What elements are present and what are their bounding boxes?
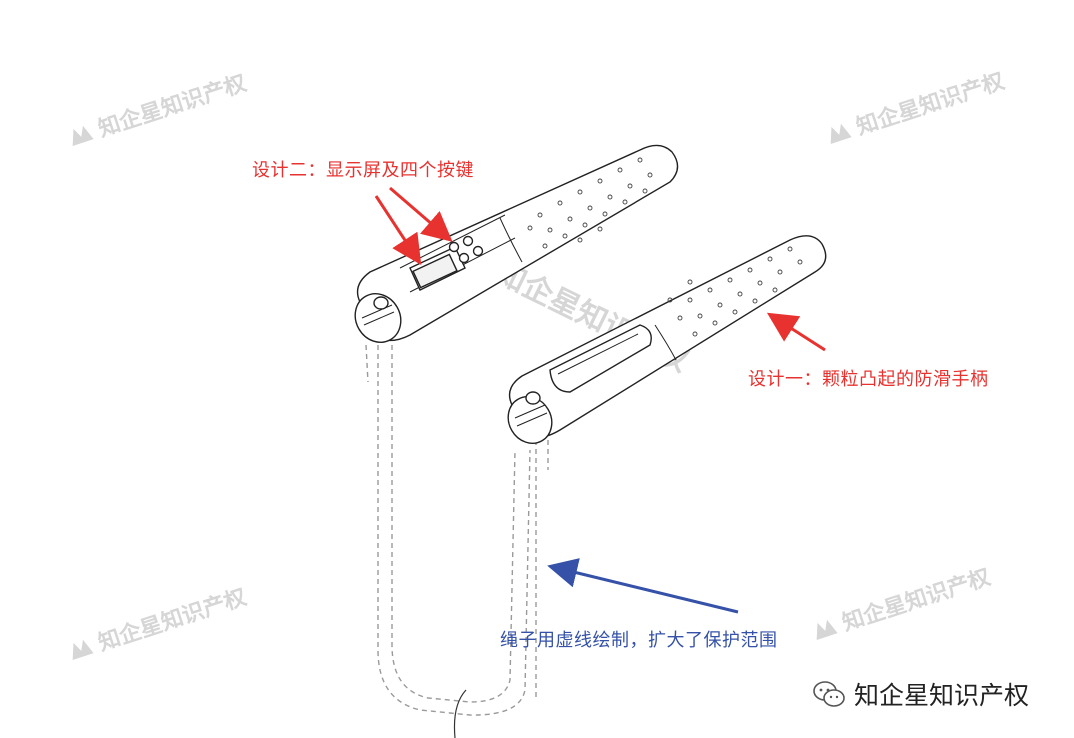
watermark: 知企星知识产权 (63, 65, 250, 153)
annotation-design-two: 设计二：显示屏及四个按键 (252, 160, 474, 181)
grip-dots-upper (527, 157, 653, 249)
blue-arrow (547, 558, 739, 614)
annotation-design-one: 设计一：颗粒凸起的防滑手柄 (748, 369, 989, 390)
handle-with-display (354, 144, 679, 343)
watermark-logo-icon (72, 639, 94, 660)
watermark-logo-icon (830, 123, 852, 144)
watermark: 知企星知识产权 (63, 579, 250, 667)
watermark: 知企星知识产权 (807, 559, 994, 647)
handle-with-grip (507, 235, 827, 444)
red-arrows (374, 186, 826, 352)
grip-dots-lower (667, 246, 803, 337)
watermark-logo-icon (72, 125, 94, 146)
rope-end-stroke (453, 689, 467, 738)
watermark-logo-icon (816, 619, 838, 640)
annotation-rope-note: 绳子用虚线绘制，扩大了保护范围 (500, 630, 778, 651)
dashed-rope (365, 344, 549, 716)
watermark: 知企星知识产权 (821, 63, 1008, 151)
wechat-icon (813, 681, 845, 707)
brand-name: 知企星知识产权 (854, 681, 1030, 710)
brand-footer: 知企星知识产权 (812, 676, 1029, 712)
